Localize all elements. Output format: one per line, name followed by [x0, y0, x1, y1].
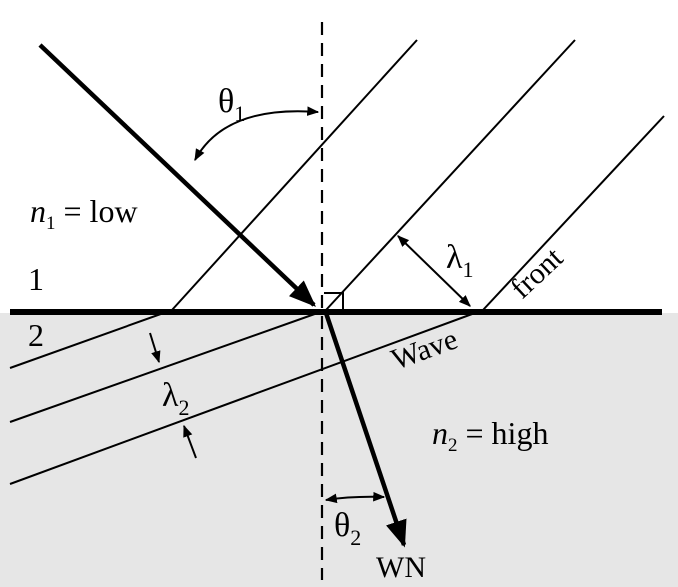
medium-1-label: 1	[28, 261, 44, 297]
right-angle-marker	[324, 292, 344, 311]
theta1-label: θ1	[218, 83, 245, 126]
theta2-label: θ2	[334, 507, 361, 550]
incident-wavefront-1	[171, 39, 418, 311]
theta2-arc	[324, 491, 386, 504]
incident-wavefront-2	[325, 39, 576, 311]
n1-label: n1 = low	[30, 193, 138, 234]
front-label: front	[504, 241, 570, 305]
lambda1-dimension-arrow	[397, 235, 471, 307]
refracted-wavefront-3	[9, 309, 484, 485]
medium-2-label: 2	[28, 317, 44, 353]
wn-label: WN	[376, 551, 426, 584]
incident-ray	[38, 43, 316, 307]
lambda2-arrow-bottom	[183, 424, 197, 459]
lambda2-label: λ2	[162, 377, 190, 420]
theta1-arc	[194, 106, 320, 162]
refracted-ray	[323, 312, 407, 548]
incident-wavefront-3	[482, 115, 665, 311]
lambda2-arrow-top	[149, 332, 161, 364]
refracted-wavefront-1	[9, 309, 173, 369]
lambda1-label: λ1	[446, 239, 474, 282]
n2-label: n2 = high	[432, 415, 548, 456]
refracted-wavefront-2	[9, 309, 327, 423]
